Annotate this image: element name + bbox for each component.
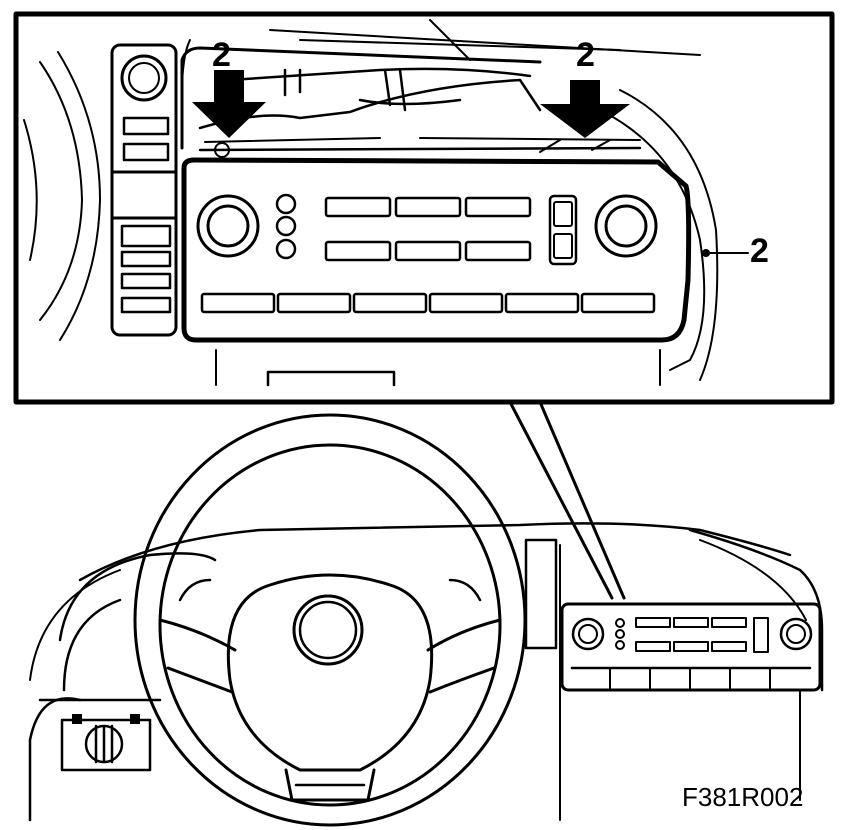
climate-control-panel (181, 157, 692, 343)
rotary-knob-icon (594, 194, 658, 258)
callout-label-right: 2 (576, 36, 595, 74)
rotary-knob-icon (571, 617, 605, 651)
headlight-switch (60, 714, 152, 772)
lower-slot (266, 370, 396, 387)
horn-emblem (292, 594, 364, 666)
rotary-knob-icon (196, 194, 260, 258)
dashboard-overview (28, 413, 824, 827)
down-arrow-icon (540, 80, 630, 138)
down-arrow-icon (192, 70, 266, 138)
steering-wheel-icon (133, 413, 527, 827)
dash-surround-lines (23, 19, 719, 386)
rotary-knob-icon (779, 617, 813, 651)
left-button-strip (110, 43, 178, 337)
callout-label-left: 2 (212, 36, 231, 74)
figure-id: F381R002 (682, 782, 803, 812)
callout-leader-dot (702, 249, 710, 257)
rotary-knob-icon (120, 54, 168, 102)
inset-frame (13, 11, 835, 405)
detail-pointer-lines (508, 400, 626, 600)
climate-control-panel-overview (560, 602, 822, 692)
detail-inset: 2 2 2 (13, 11, 835, 405)
callout-label-side: 2 (750, 232, 769, 270)
